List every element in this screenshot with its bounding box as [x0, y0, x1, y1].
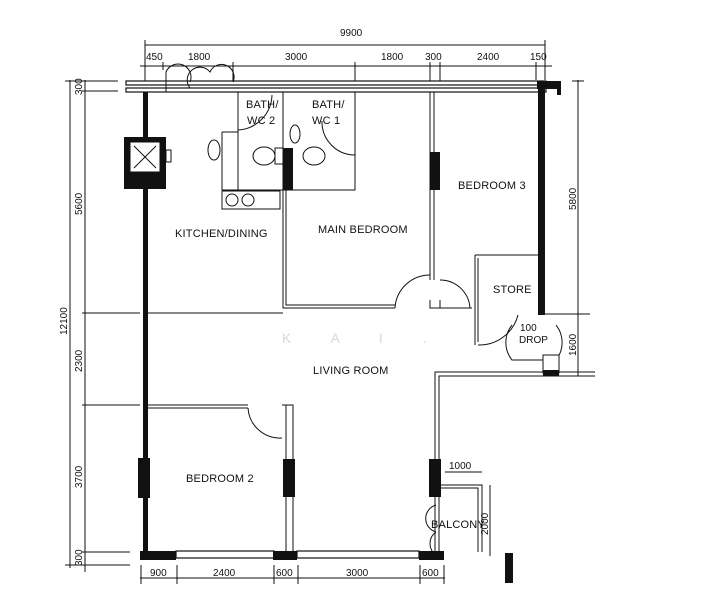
right-dimensions: 5800 1600 [545, 80, 595, 377]
label-bath1: BATH/ [312, 99, 345, 111]
dim-right: 1600 [568, 333, 579, 356]
dim-bottom: 600 [276, 568, 293, 579]
label-living-room: LIVING ROOM [313, 365, 389, 377]
label-bedroom3: BEDROOM 3 [458, 180, 526, 192]
dim-left: 3700 [74, 465, 85, 488]
label-main-bedroom: MAIN BEDROOM [318, 224, 408, 236]
dim-top: 1800 [188, 52, 211, 63]
label-bath2: BATH/ [246, 99, 279, 111]
room-labels: BATH/ WC 2 BATH/ WC 1 BEDROOM 3 KITCHEN/… [175, 99, 548, 531]
left-dimensions: 12100 300 5600 2300 3700 300 [59, 78, 140, 572]
dim-left: 5600 [74, 192, 85, 215]
label-drop: DROP [519, 335, 548, 346]
dim-left: 300 [74, 549, 85, 566]
label-bath2: WC 2 [247, 115, 275, 127]
dim-balcony-depth: 2000 [480, 512, 491, 535]
dim-right: 5800 [568, 187, 579, 210]
label-bedroom2: BEDROOM 2 [186, 473, 254, 485]
dim-left: 300 [74, 78, 85, 95]
dim-bottom: 900 [150, 568, 167, 579]
dim-top: 2400 [477, 52, 500, 63]
dim-balcony-width: 1000 [449, 461, 472, 472]
dim-bottom: 2400 [213, 568, 236, 579]
label-bath1: WC 1 [312, 115, 340, 127]
label-balcony: BALCONY [431, 519, 485, 531]
label-kitchen-dining: KITCHEN/DINING [175, 228, 268, 240]
dim-top: 3000 [285, 52, 308, 63]
label-store: STORE [493, 284, 532, 296]
walls [124, 63, 595, 583]
dim-bottom: 600 [422, 568, 439, 579]
bottom-dimensions: 900 2400 600 3000 600 1000 2000 [140, 461, 491, 584]
dim-left: 2300 [74, 349, 85, 372]
dim-top: 150 [530, 52, 547, 63]
dim-top: 300 [425, 52, 442, 63]
dim-top-total: 9900 [340, 28, 363, 39]
dim-top: 1800 [381, 52, 404, 63]
watermark: K A I . [282, 330, 445, 346]
top-dimensions: 9900 450 1800 3000 1800 300 2400 150 [140, 28, 552, 82]
dim-left-total: 12100 [59, 307, 70, 335]
dim-bottom: 3000 [346, 568, 369, 579]
dim-top: 450 [146, 52, 163, 63]
label-drop: 100 [520, 323, 537, 334]
